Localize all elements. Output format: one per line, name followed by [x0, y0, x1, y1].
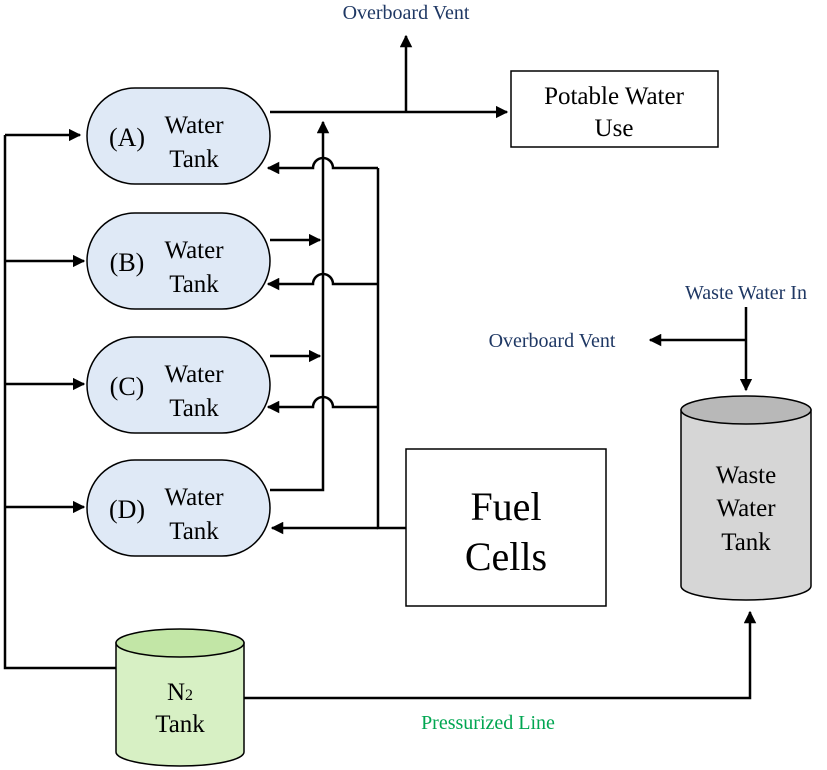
water-tank-d-label-line1: Water: [164, 484, 224, 511]
pressurized-line-label: Pressurized Line: [421, 712, 555, 734]
fuel-cells-label-line2: Cells: [465, 534, 547, 579]
fuel-cell-supply-lines: [266, 156, 406, 535]
waste-water-tank: Waste Water Tank: [680, 395, 812, 601]
water-tank-a-letter: (A): [109, 123, 145, 152]
water-tank-b-letter: (B): [110, 248, 145, 277]
water-tank-d: (D) Water Tank: [86, 459, 271, 557]
fuel-cells-label-line1: Fuel: [470, 484, 541, 529]
water-tank-a-label-line2: Tank: [169, 146, 219, 173]
n2-pressurization-lines: [3, 128, 116, 670]
overboard-vent-right-label: Overboard Vent: [489, 330, 616, 352]
water-tank-d-label-line2: Tank: [169, 518, 219, 545]
water-tank-c-label-line1: Water: [164, 361, 224, 388]
water-tank-d-letter: (D): [109, 495, 145, 524]
waste-water-inlet-lines: [648, 307, 753, 392]
water-tank-c: (C) Water Tank: [86, 336, 271, 434]
n2-symbol: N: [167, 679, 185, 706]
waste-tank-label-line2: Water: [716, 495, 776, 522]
water-tank-c-letter: (C): [110, 372, 145, 401]
n2-tank-label-line1: N2: [167, 679, 193, 706]
waste-water-in-label: Waste Water In: [685, 282, 807, 304]
water-tank-b-label-line1: Water: [164, 237, 224, 264]
water-tank-b: (B) Water Tank: [86, 212, 271, 310]
waste-tank-label-line1: Waste: [716, 462, 776, 489]
tank-outlet-lines: [270, 120, 330, 492]
pressurized-line: [244, 610, 757, 700]
n2-subscript: 2: [185, 687, 193, 704]
potable-water-use-box: Potable Water Use: [510, 70, 719, 148]
potable-water-label-line2: Use: [595, 115, 634, 142]
n2-tank-label-line2: Tank: [155, 711, 205, 738]
potable-water-label-line1: Potable Water: [544, 83, 685, 110]
waste-tank-label-line3: Tank: [721, 529, 771, 556]
water-tank-c-label-line2: Tank: [169, 395, 219, 422]
water-tank-a-label-line1: Water: [164, 112, 224, 139]
n2-tank: N2 Tank: [115, 628, 245, 767]
water-tank-a: (A) Water Tank: [86, 87, 271, 185]
fuel-cells-box: Fuel Cells: [405, 448, 607, 607]
water-tank-b-label-line2: Tank: [169, 271, 219, 298]
overboard-vent-top-label: Overboard Vent: [343, 2, 470, 24]
